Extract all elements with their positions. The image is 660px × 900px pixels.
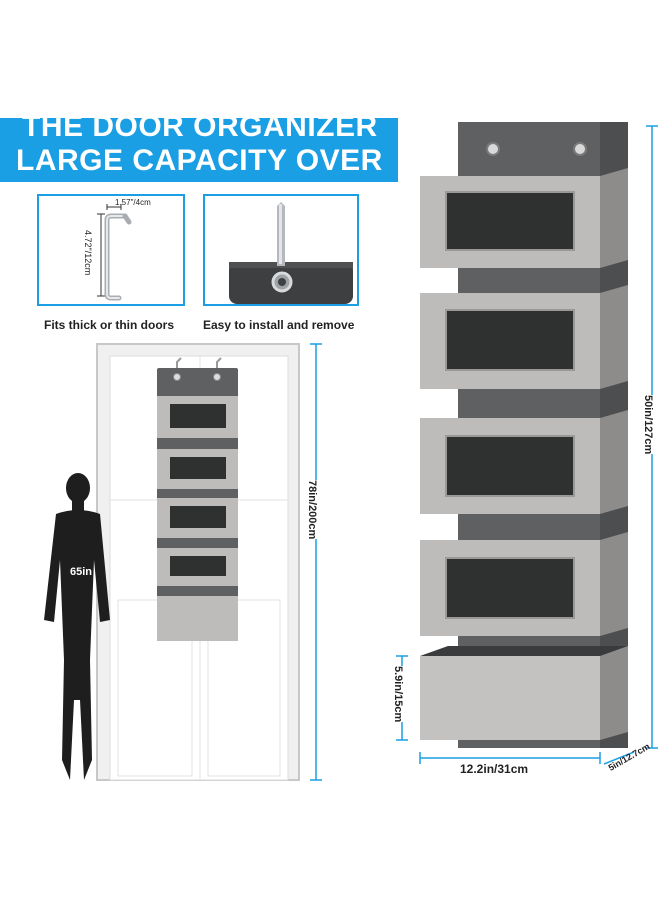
pocket-height-label: 5.9in/15cm — [392, 666, 404, 723]
install-panel — [203, 194, 359, 306]
hook-illustration — [97, 204, 132, 301]
install-caption: Easy to install and remove — [203, 318, 355, 332]
small-pockets — [157, 396, 238, 641]
hook-width-label: 1.57"/4cm — [115, 198, 151, 207]
title-line-2: LARGE CAPACITY OVER — [16, 144, 383, 177]
hook-height-label: 4.72"/12cm — [83, 230, 93, 276]
hook-caption: Fits thick or thin doors — [44, 318, 175, 332]
title-line-1: THE DOOR ORGANIZER — [22, 118, 378, 143]
organizer-height-label: 50in/127cm — [642, 395, 654, 455]
person-silhouette — [44, 473, 110, 780]
large-pockets — [420, 168, 628, 740]
install-illustration — [229, 202, 353, 304]
person-height-label: 65in — [70, 566, 93, 578]
organizer-width-label: 12.2in/31cm — [460, 762, 529, 776]
organizer-depth-label: 5in/12.7cm — [606, 741, 652, 773]
title-banner: THE DOOR ORGANIZER LARGE CAPACITY OVER — [0, 118, 398, 182]
door-height-label: 78in/200cm — [306, 480, 318, 540]
hook-panel: 1.57"/4cm 4.72"/12cm — [37, 194, 185, 306]
